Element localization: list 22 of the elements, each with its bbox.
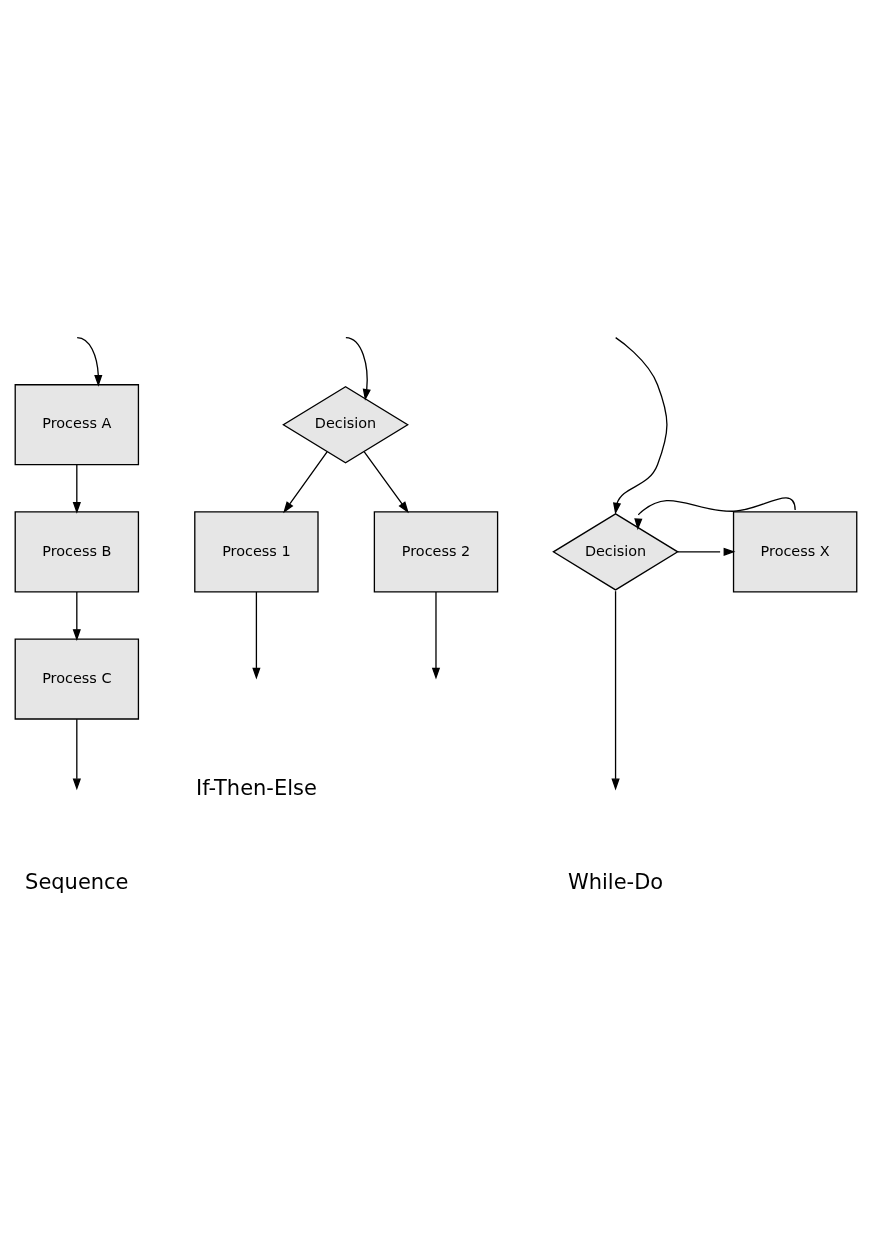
node-box: Process 1 [194, 510, 319, 592]
node-box: Process B [14, 510, 140, 592]
arrow [345, 336, 371, 401]
node-diamond: Decision [552, 512, 679, 591]
arrow [252, 590, 261, 680]
arrow [363, 450, 409, 513]
arrow [612, 336, 668, 514]
node-box: Process 2 [373, 510, 499, 592]
arrow [283, 450, 328, 513]
arrow [72, 718, 81, 790]
label: Sequence [25, 869, 129, 894]
arrow [72, 590, 81, 641]
label: If-Then-Else [195, 775, 317, 800]
arrow [72, 463, 81, 514]
node-box: Process A [14, 383, 140, 465]
arrow [76, 336, 103, 387]
arrow [677, 547, 736, 556]
node-box: Process C [14, 637, 140, 720]
node-box: Process X [732, 510, 858, 592]
arrow [611, 590, 620, 790]
label: While-Do [568, 869, 664, 894]
arrow [431, 590, 441, 680]
